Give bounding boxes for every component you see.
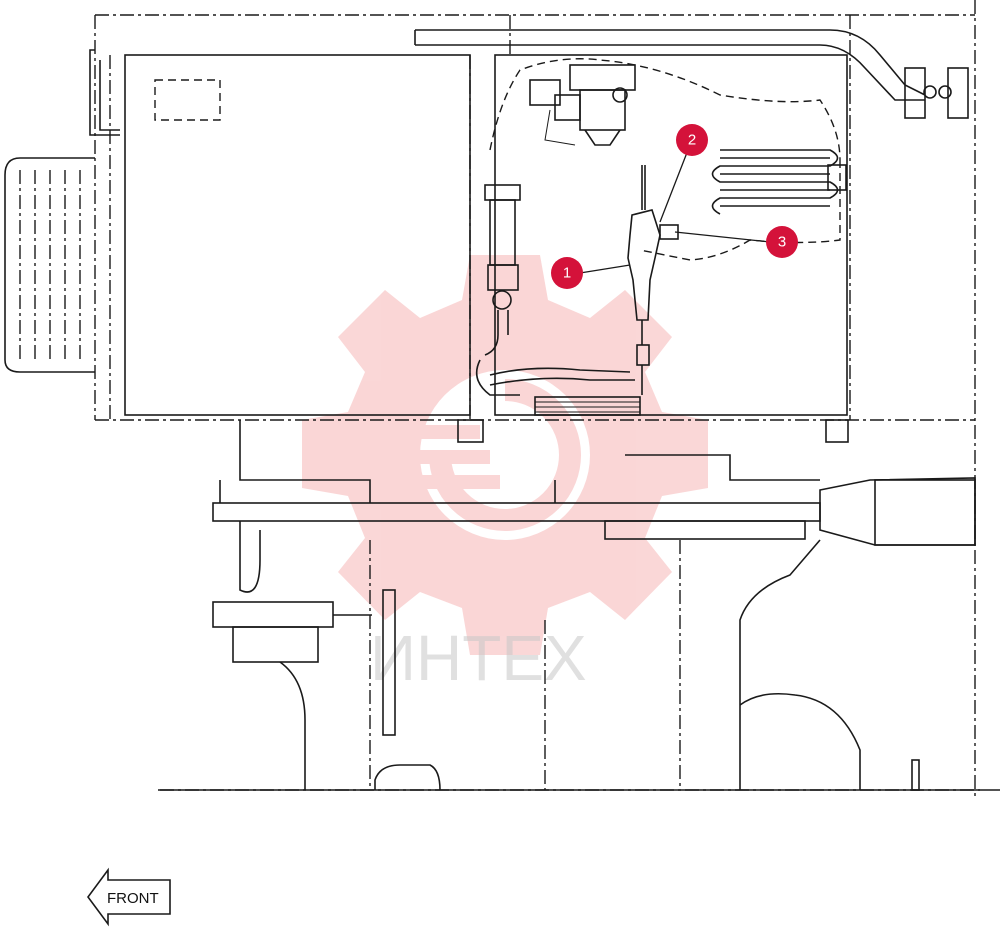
top-pipe	[414, 29, 969, 119]
callout-2: 2	[676, 124, 708, 156]
watermark-text: ИНТЕХ	[370, 622, 587, 694]
front-label: FRONT	[107, 890, 159, 907]
callout-leaders	[579, 149, 771, 274]
callout-1-number: 1	[563, 265, 571, 282]
vertical-filter-pipe	[484, 184, 521, 356]
radiator-grille	[4, 49, 120, 373]
callout-2-number: 2	[688, 132, 696, 149]
compressor-unit	[529, 64, 636, 146]
left-cabinet	[109, 54, 471, 420]
callout-3-number: 3	[778, 234, 786, 251]
callout-1: 1	[551, 257, 583, 289]
cable-harness	[475, 359, 641, 416]
front-direction-arrow: FRONT	[87, 867, 171, 927]
callout-3: 3	[766, 226, 798, 258]
coil-condenser	[711, 149, 847, 215]
lower-chassis	[160, 419, 980, 791]
valve-assembly	[627, 165, 679, 395]
